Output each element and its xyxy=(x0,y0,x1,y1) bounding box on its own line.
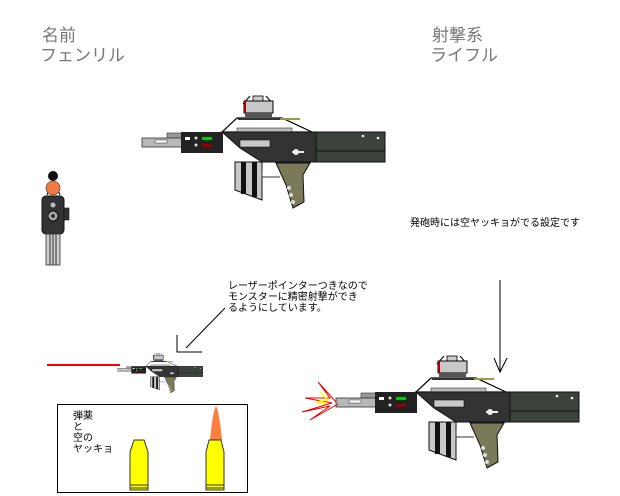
name-label: 名前 xyxy=(42,26,76,46)
rifle-small-laser xyxy=(117,353,204,394)
type-value: ライフル xyxy=(430,46,498,66)
casing-arrow xyxy=(493,280,508,374)
name-value: フェンリル xyxy=(40,46,125,66)
type-label: 射撃系 xyxy=(432,26,483,46)
laser-note: レーザーポインターつきなので モンスターに精密射撃ができ るようにしています。 xyxy=(228,281,368,314)
bullet-cartridge xyxy=(205,406,225,491)
muzzle-flash xyxy=(301,381,339,421)
rifle-side-view xyxy=(141,95,386,209)
bullet-casing xyxy=(129,439,149,491)
ammo-box xyxy=(57,404,248,493)
rifle-front-view xyxy=(41,171,70,266)
casing-note: 発砲時には空ヤッキョがでる設定です xyxy=(410,218,580,229)
rifle-firing xyxy=(335,355,580,469)
ammo-box-label: 弾薬 と 空の ヤッキョ xyxy=(73,411,113,455)
laser-pointer-callout xyxy=(176,307,226,353)
